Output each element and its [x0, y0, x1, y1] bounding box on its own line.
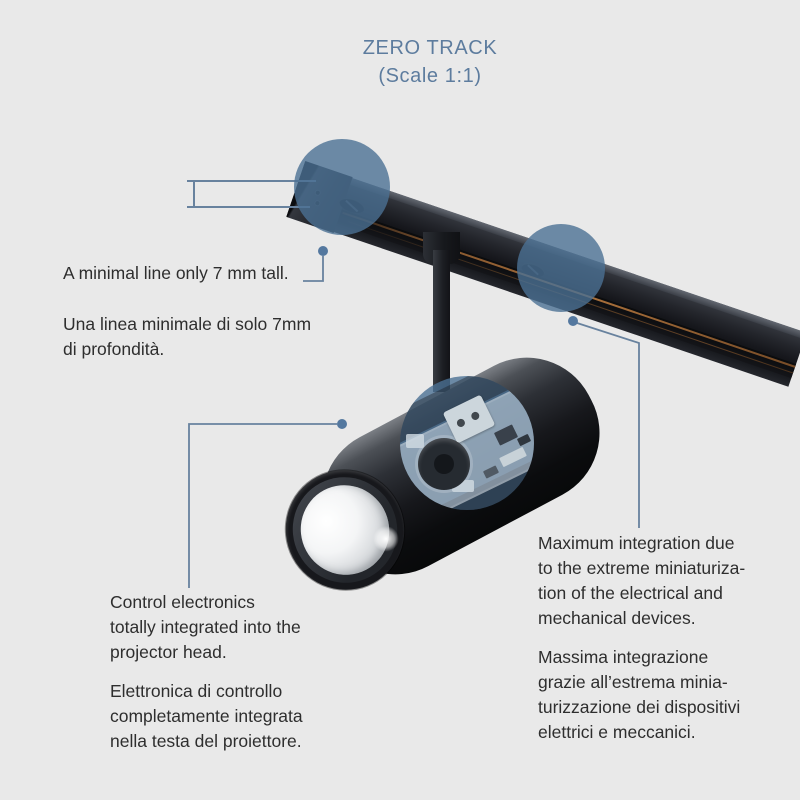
connector-integration [576, 322, 640, 528]
annotation-integration: Maximum integration due to the extreme m… [538, 531, 778, 745]
connector-height [303, 256, 324, 282]
connector-dot-electronics [337, 419, 347, 429]
scale-note: (Scale 1:1) [378, 65, 482, 87]
highlight-circle-track-end [294, 139, 390, 235]
connector-pin [469, 410, 481, 422]
annotation-electronics-it: Elettronica di controllo completamente i… [110, 681, 303, 751]
annotation-height-en: A minimal line only 7 mm tall. [63, 263, 289, 283]
inductor-core [434, 454, 454, 474]
annotation-height-it: Una linea minimale di solo 7mm di profon… [63, 314, 312, 359]
annotation-electronics: Control electronics totally integrated i… [110, 590, 370, 754]
pcb-pad [406, 434, 424, 448]
annotation-integration-it: Massima integrazione grazie all’estrema … [538, 647, 741, 742]
connector-electronics [188, 423, 337, 588]
projector-stem [433, 250, 450, 392]
connector-dot-integration [568, 316, 578, 326]
highlight-circle-electronics-xray [400, 376, 534, 510]
product-name: ZERO TRACK [362, 37, 498, 59]
diagram-title: ZERO TRACK (Scale 1:1) [280, 34, 580, 90]
inductor-component [418, 438, 470, 490]
annotation-integration-en: Maximum integration due to the extreme m… [538, 533, 746, 628]
annotation-height: A minimal line only 7 mm tall. Una linea… [63, 261, 353, 362]
connector-pin [455, 417, 467, 429]
connector-dot-height [318, 246, 328, 256]
annotation-electronics-en: Control electronics totally integrated i… [110, 592, 301, 662]
highlight-circle-track-profile [517, 224, 605, 312]
